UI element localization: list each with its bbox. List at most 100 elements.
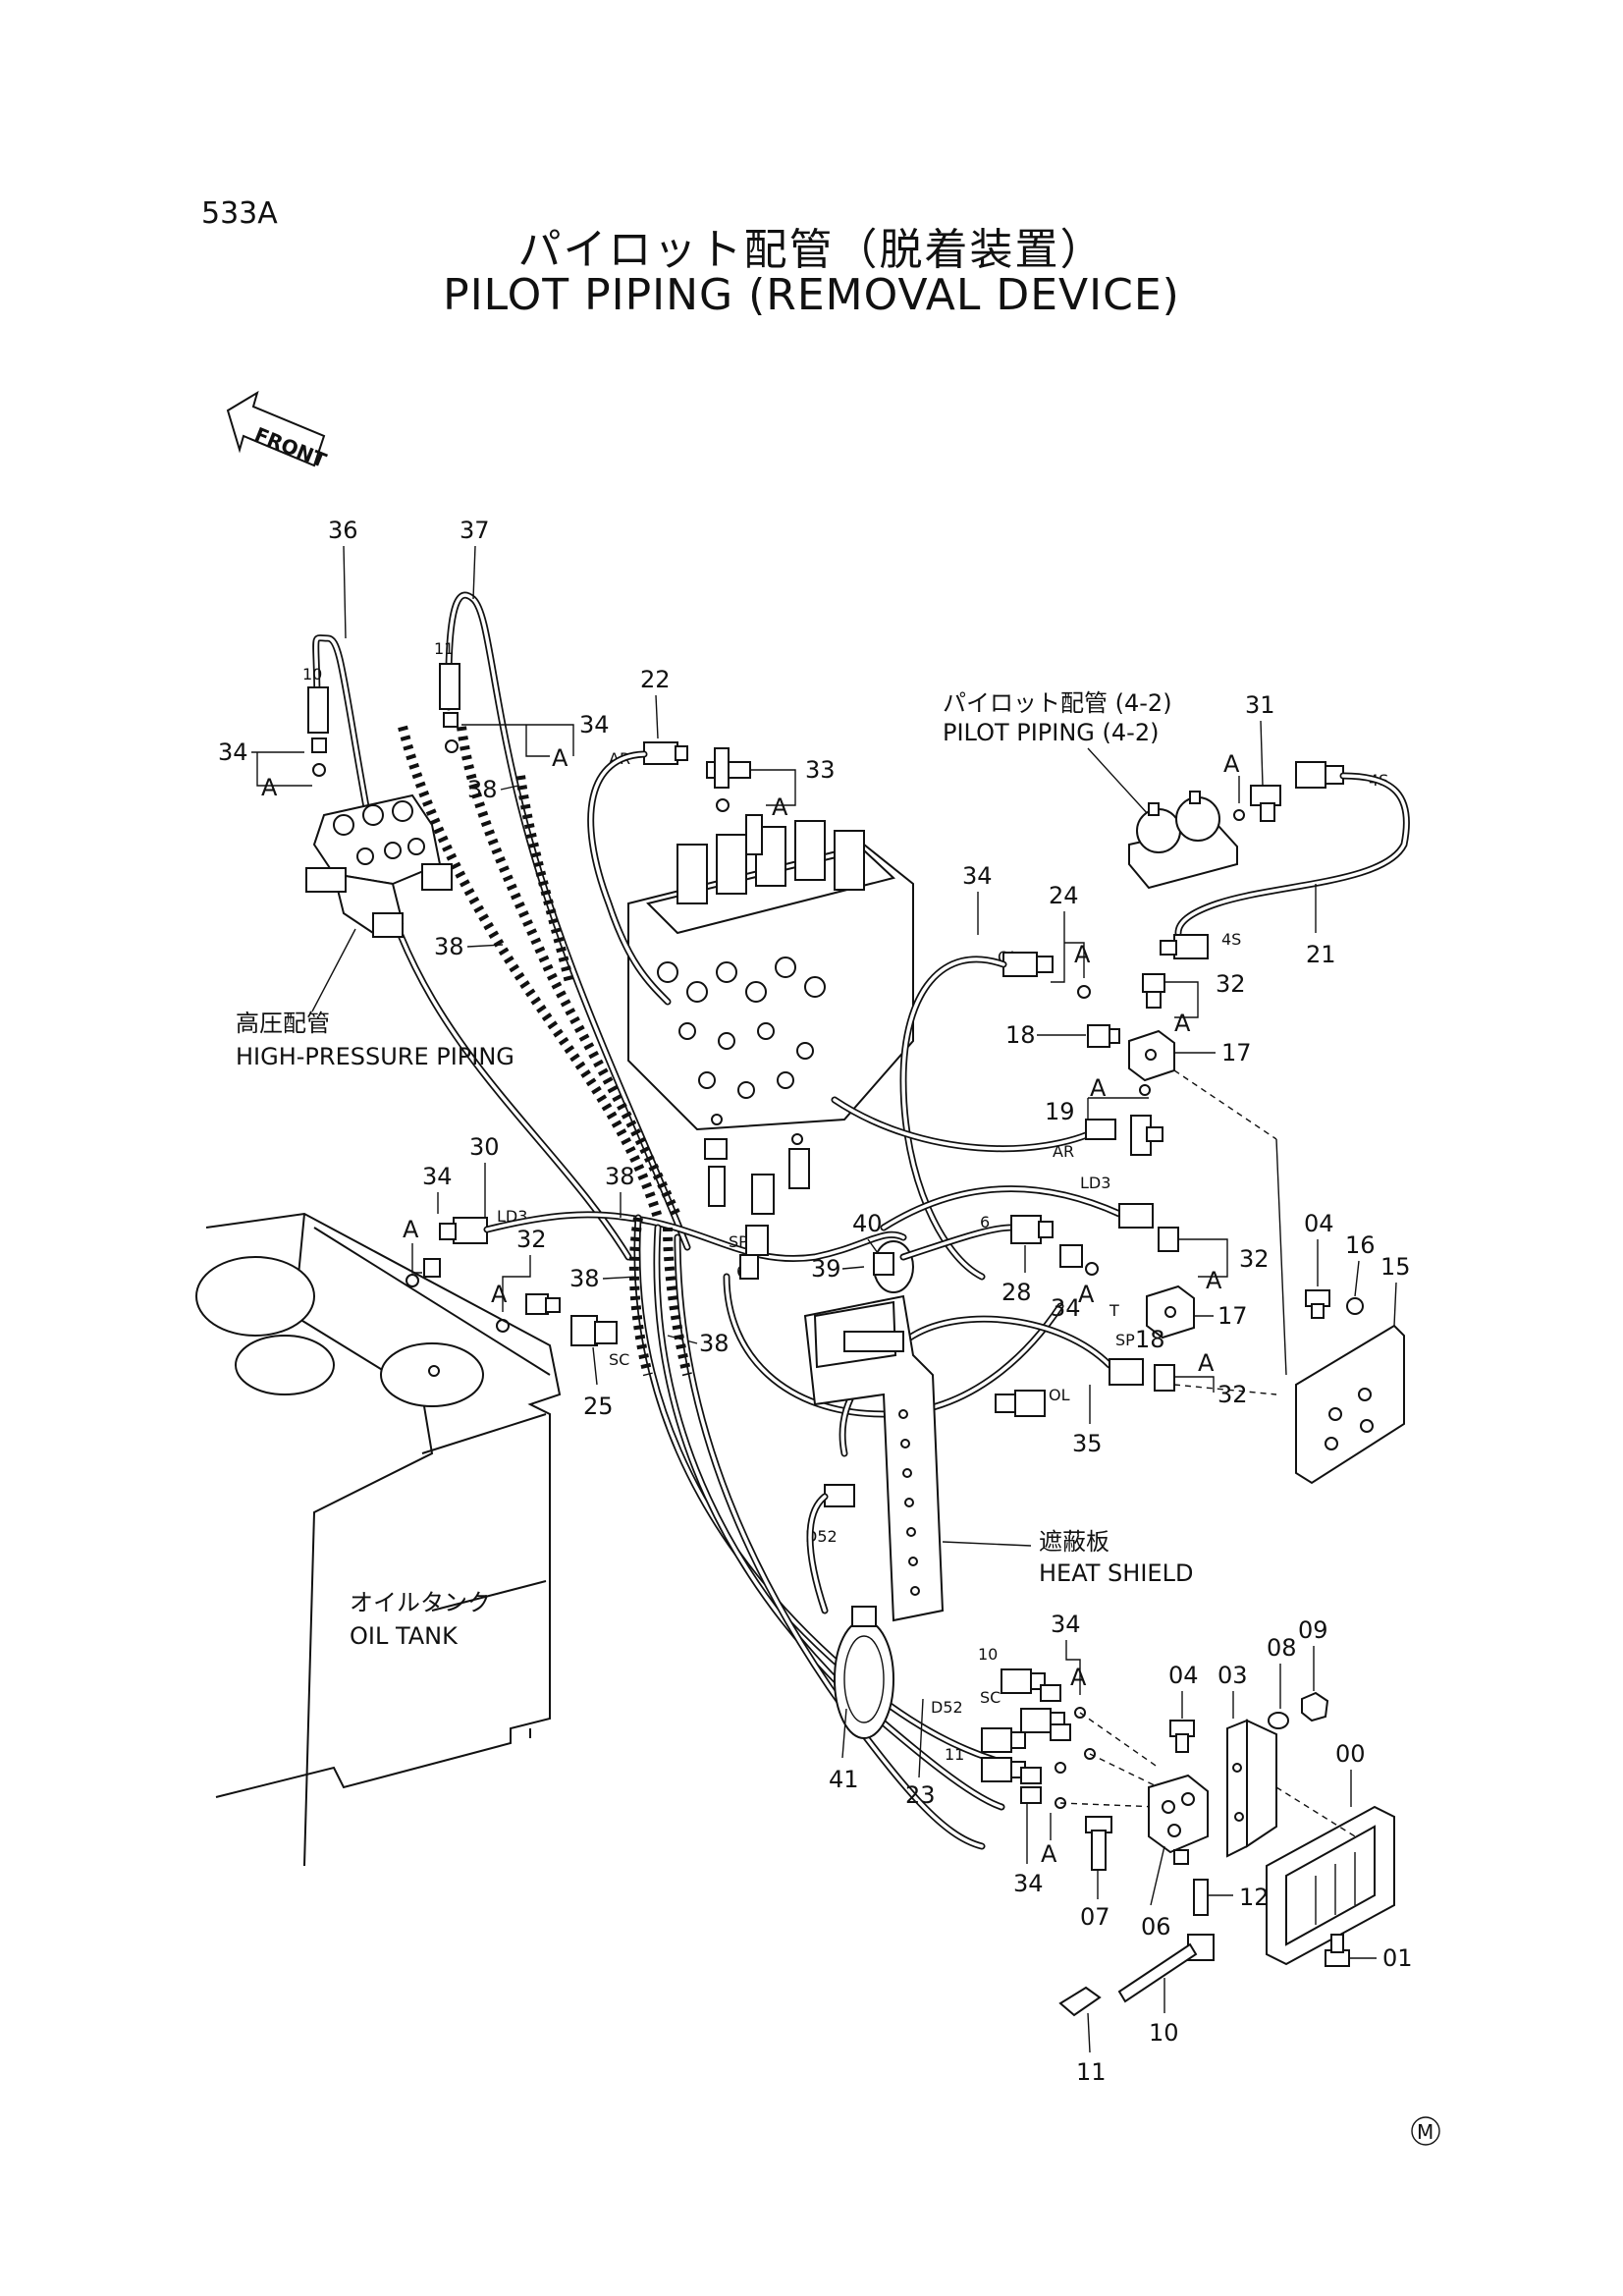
label-high-pressure: HIGH-PRESSURE PIPING <box>236 1043 514 1070</box>
fittings-bottom <box>981 1668 1096 1809</box>
callout-07: 07 <box>1080 1903 1110 1931</box>
detail-mark-a: A <box>491 1281 508 1308</box>
callout-28: 28 <box>1001 1279 1032 1306</box>
callout-17: 17 <box>1221 1039 1252 1066</box>
front-arrow-icon: FRONT <box>226 390 330 472</box>
label-pilot-piping: PILOT PIPING (4-2) <box>943 719 1159 746</box>
callout-39: 39 <box>811 1255 841 1283</box>
callout-34: 34 <box>1013 1870 1044 1897</box>
oil-tank <box>195 1212 562 1867</box>
callout-41: 41 <box>829 1766 859 1793</box>
port-label-11: 11 <box>945 1745 964 1764</box>
callout-32: 32 <box>1216 970 1246 998</box>
block-17-lower <box>1146 1285 1195 1339</box>
bracket-03 <box>1226 1719 1277 1858</box>
clamp-41 <box>834 1606 894 1739</box>
fitting-30 <box>439 1217 488 1244</box>
callout-38: 38 <box>467 776 498 803</box>
fitting-11 <box>439 663 460 753</box>
hose-36 <box>312 634 632 1261</box>
detail-mark-a: A <box>552 744 568 772</box>
port-label-10: 10 <box>302 665 322 683</box>
callout-33: 33 <box>805 756 836 784</box>
callout-19: 19 <box>1045 1098 1075 1125</box>
fitting-31 <box>1233 785 1281 822</box>
bolt-04 <box>1305 1289 1330 1319</box>
accumulator <box>1128 791 1238 890</box>
callout-34-right: 24 <box>1049 882 1079 909</box>
fitting-25 <box>570 1315 618 1346</box>
port-label-ar: AR <box>1053 1142 1074 1161</box>
bolt-07 <box>1085 1816 1112 1871</box>
detail-mark-a: A <box>1090 1074 1107 1102</box>
page-code: 533A <box>201 196 278 231</box>
callout-06: 06 <box>1141 1913 1171 1941</box>
lever-10 <box>1117 1934 1215 2003</box>
plate-15 <box>1295 1324 1405 1485</box>
fitting-d52 <box>824 1484 855 1507</box>
detail-mark-a: A <box>1070 1664 1087 1691</box>
fitting-4s-bottom <box>1160 934 1209 959</box>
clamp-40 <box>873 1240 914 1293</box>
detail-mark-a: A <box>1206 1267 1222 1294</box>
callout-24: 34 <box>962 862 993 890</box>
bolt-04-bottom <box>1169 1720 1195 1753</box>
callout-32: 32 <box>516 1226 547 1253</box>
callout-03: 03 <box>1217 1662 1248 1689</box>
fitting-4s-top <box>1295 761 1344 789</box>
control-valve-small <box>305 793 453 938</box>
callout-37: 37 <box>460 517 490 544</box>
port-label-sp: SP <box>729 1232 748 1251</box>
label-oil-tank-jp: オイルタンク <box>350 1589 491 1616</box>
callout-38: 38 <box>699 1330 730 1357</box>
heat-shield <box>803 1294 945 1622</box>
main-control-valve <box>627 814 914 1131</box>
port-label-d52: D52 <box>931 1698 963 1717</box>
fitting-19 <box>1130 1115 1163 1156</box>
detail-mark-a: A <box>1174 1010 1191 1037</box>
fitting-ld3 <box>1118 1203 1154 1229</box>
callout-15: 15 <box>1380 1253 1411 1281</box>
port-label-ol: OL <box>1049 1386 1070 1404</box>
detail-mark-a: A <box>1041 1840 1057 1868</box>
bolt-01 <box>1325 1934 1350 1967</box>
callout-18: 18 <box>1005 1021 1036 1049</box>
block-17 <box>1128 1029 1175 1082</box>
fitting-10 <box>307 686 329 777</box>
callout-34: 34 <box>422 1163 453 1190</box>
valve-fittings <box>704 1114 810 1215</box>
callout-38: 38 <box>434 933 464 960</box>
callout-08: 08 <box>1267 1634 1297 1662</box>
callout-34-left: 34 <box>218 738 248 766</box>
callout-34: 34 <box>1051 1611 1081 1638</box>
label-heat-shield: HEAT SHIELD <box>1039 1559 1193 1587</box>
pin-12 <box>1193 1879 1209 1916</box>
port-label-sc: SC <box>980 1688 1001 1707</box>
fitting-ol <box>995 1390 1046 1417</box>
callout-30: 30 <box>469 1133 500 1161</box>
callout-31: 31 <box>1245 691 1275 719</box>
elbow-32-left <box>525 1293 561 1315</box>
valve-block-06 <box>1148 1774 1209 1865</box>
label-high-pressure-jp: 高圧配管 <box>236 1010 330 1037</box>
callout-34-top: 34 <box>579 711 610 738</box>
fitting-ar <box>1085 1119 1116 1140</box>
label-oil-tank: OIL TANK <box>350 1622 459 1650</box>
protector-38-left <box>398 725 682 1221</box>
callout-34: 34 <box>1051 1294 1081 1322</box>
callout-38: 38 <box>569 1265 600 1292</box>
callout-16: 16 <box>1345 1231 1376 1259</box>
tee-33 <box>706 747 751 812</box>
fitting-22 <box>643 741 688 765</box>
detail-mark-a: A <box>1078 1281 1095 1308</box>
port-label-4s: 4S <box>1221 930 1241 949</box>
page-title: PILOT PIPING (REMOVAL DEVICE) <box>443 270 1180 320</box>
fitting-24 <box>1002 952 1054 977</box>
callout-10: 10 <box>1149 2019 1179 2047</box>
callout-12: 12 <box>1239 1884 1270 1911</box>
port-label-sp: SP <box>1115 1331 1135 1349</box>
detail-mark-a: A <box>403 1216 419 1243</box>
fitting-28 <box>1010 1215 1054 1244</box>
fitting-35 <box>1109 1358 1144 1386</box>
